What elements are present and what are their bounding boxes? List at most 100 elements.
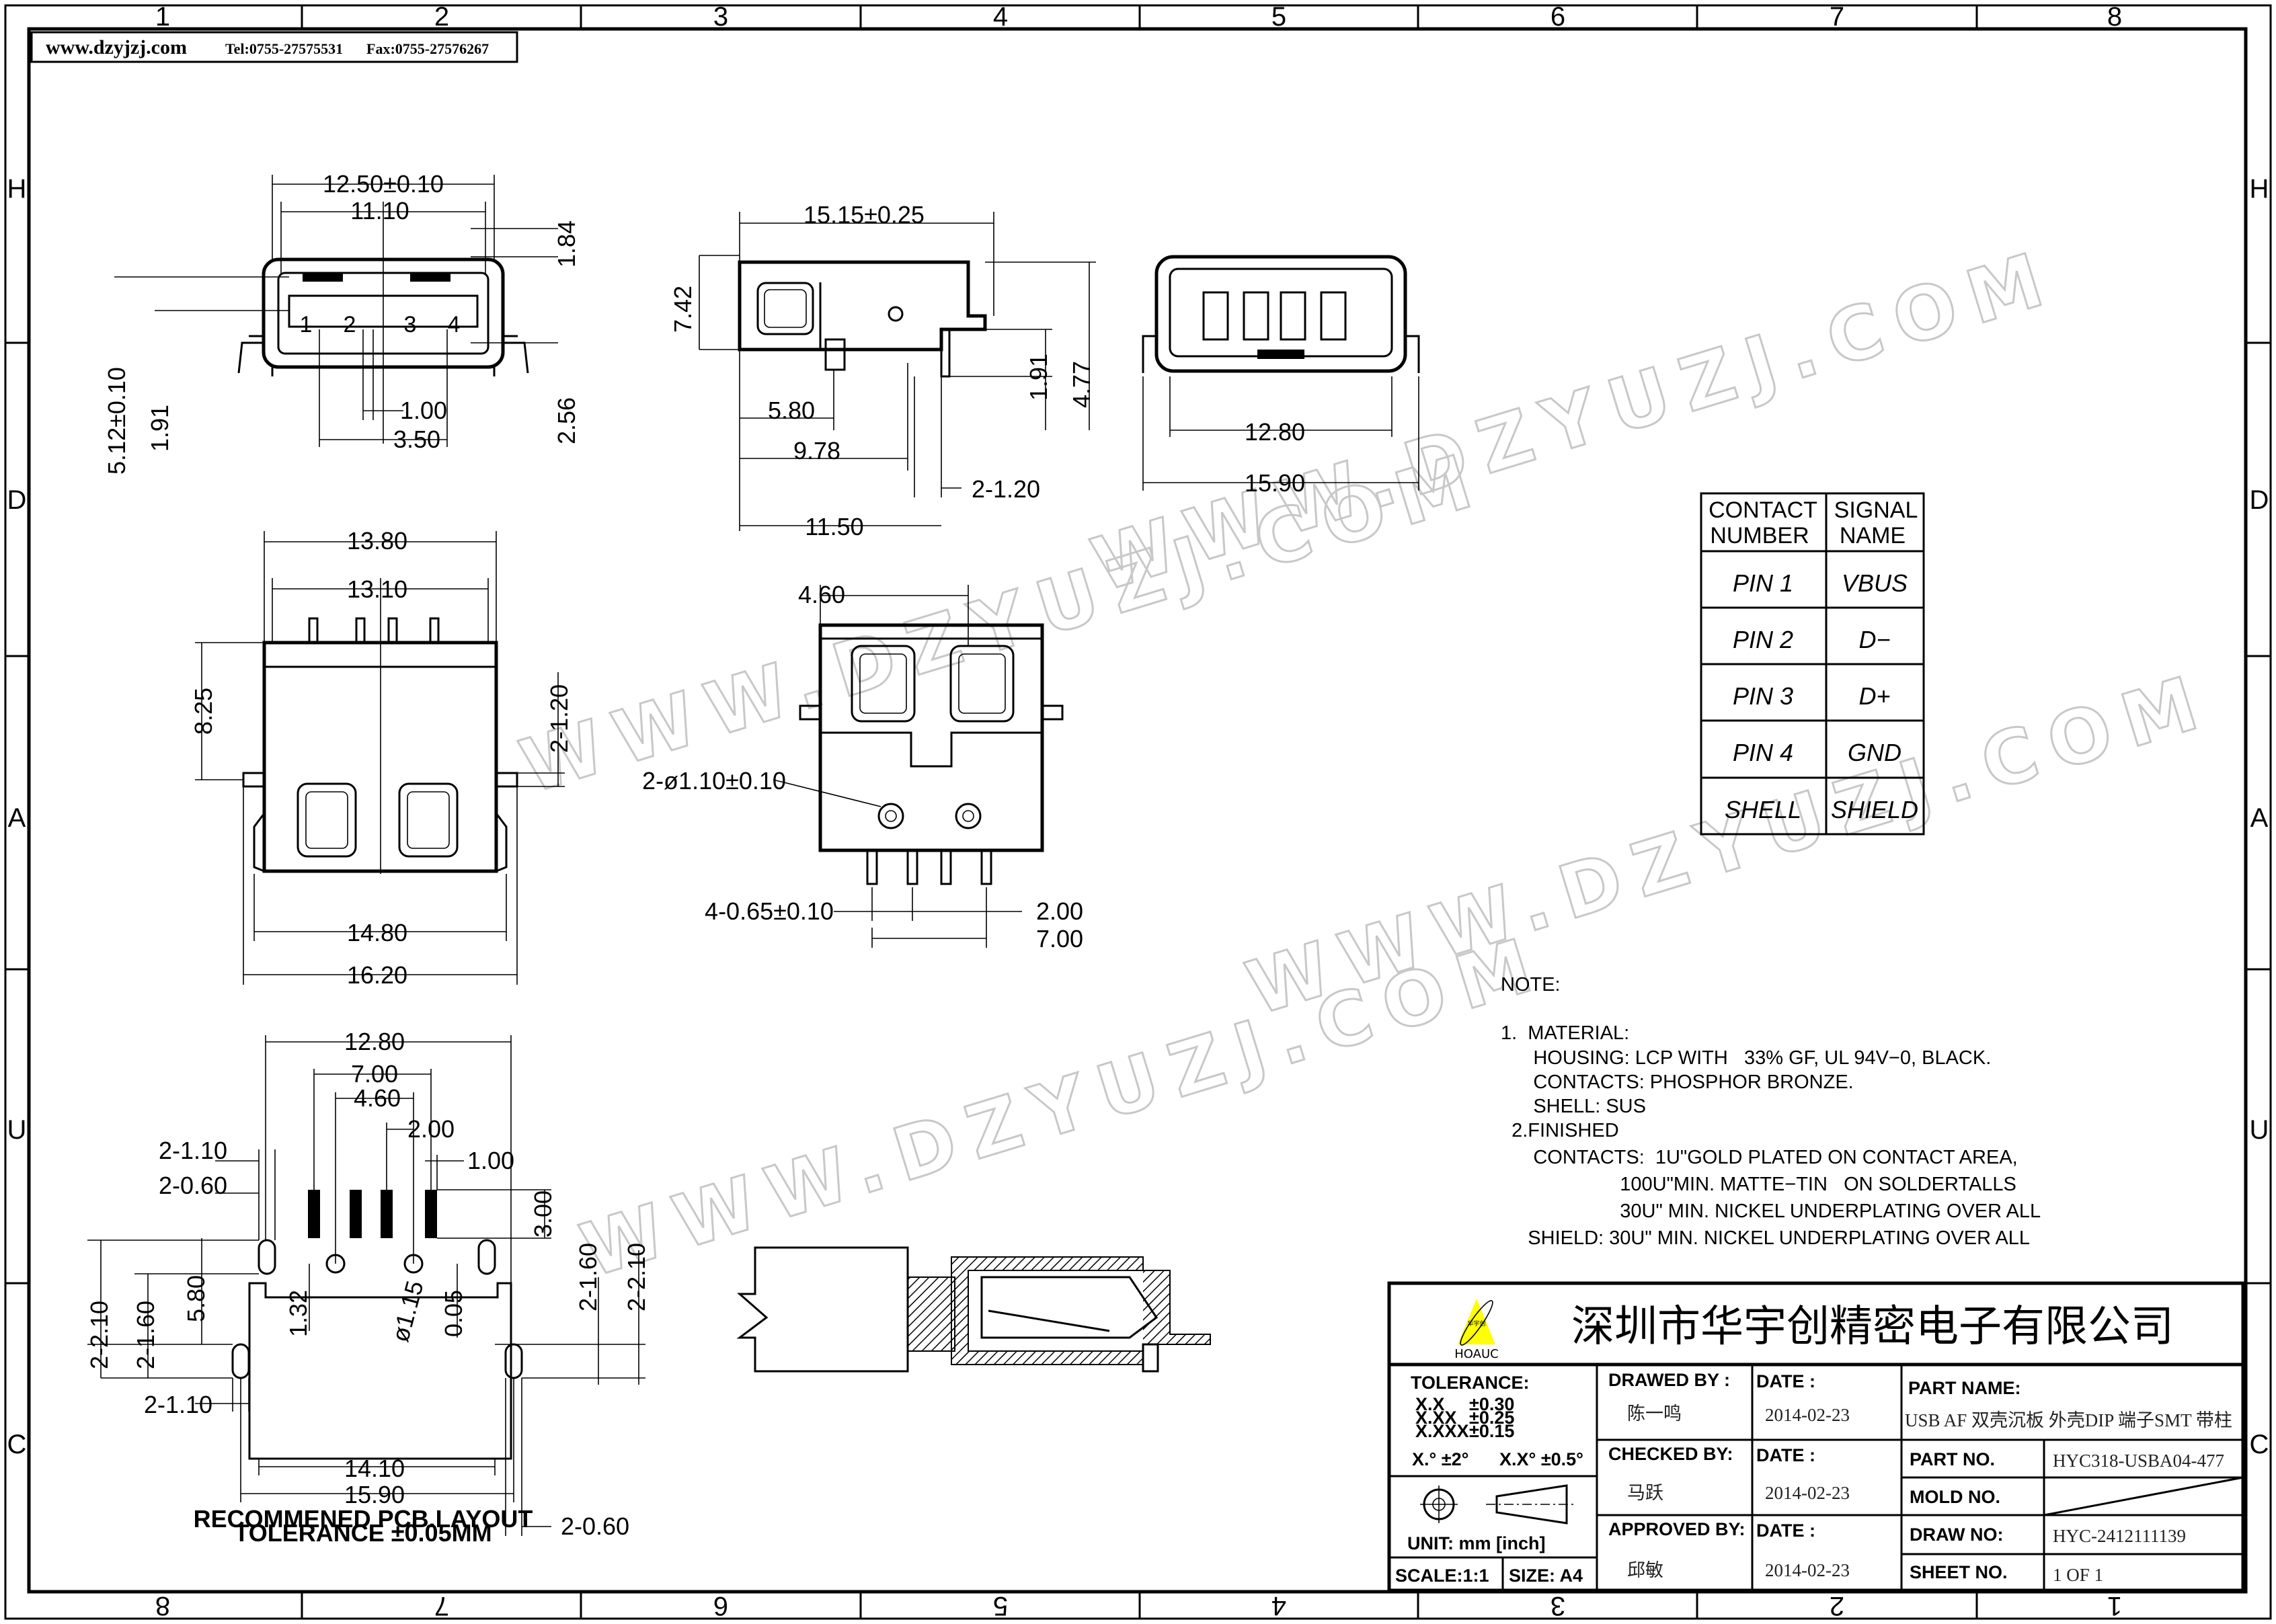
company-logo: 华宇创 HOAUC [1454,1299,1499,1361]
note-line: CONTACTS: 1U"GOLD PLATED ON CONTACT AREA… [1501,1147,2018,1168]
table-cell: PIN 3 [1733,682,1793,710]
approved-date: 2014-02-23 [1765,1560,1850,1580]
table-cell: PIN 1 [1733,569,1793,597]
dimension-label: 12.80 [1245,418,1305,446]
draw-no-label: DRAW NO: [1910,1525,2003,1545]
dimension-label: 9.78 [793,437,840,464]
dimension-label: 1.91 [1025,354,1052,401]
scale-label: SCALE:1:1 [1395,1566,1489,1586]
dimension-label: 4.60 [798,581,845,608]
dimension-label: 2-2.10 [85,1301,113,1369]
dimension-label: 3.50 [393,425,440,453]
bottom-column-numbers: 8 7 6 5 4 3 2 1 [155,1591,2122,1621]
dimension-label: 14.80 [347,919,407,946]
grid-label: 2 [1830,1591,1844,1621]
grid-label: C [7,1430,27,1459]
dimension-label: 1.00 [400,397,447,424]
table-cell: D− [1858,626,1890,653]
drawn-by-name: 陈一鸣 [1627,1404,1682,1424]
title-block: 华宇创 HOAUC 深圳市华宇创精密电子有限公司 TOLERANCE: X.X … [1387,1281,2245,1592]
tolerance-format: X.XXX [1415,1421,1469,1441]
pin-table: CONTACT NUMBER SIGNAL NAME PIN 1 VBUS PI… [1700,492,1925,836]
table-header: NAME [1840,523,1906,549]
date-label: DATE : [1756,1520,1815,1541]
dimension-label: 4.77 [1068,361,1095,408]
size-label: SIZE: A4 [1509,1566,1583,1586]
first-angle-projection-icon [1420,1484,1573,1525]
part-name: USB AF 双壳沉板 外壳DIP 端子SMT 带柱 [1905,1410,2232,1430]
note-line: SHIELD: 30U" MIN. NICKEL UNDERPLATING OV… [1501,1227,2030,1249]
dimension-label: 1.00 [467,1147,514,1174]
top-column-numbers: 1 2 3 4 5 6 7 8 [155,2,2122,32]
checked-by-label: CHECKED BY: [1608,1444,1733,1464]
dimension-label: 5.80 [768,397,815,424]
dimension-label: 2-1.10 [159,1137,227,1164]
grid-label: H [2250,174,2269,204]
website: www.dzyjzj.com [46,36,187,58]
grid-label: 1 [155,2,170,32]
grid-label: 1 [2107,1591,2122,1621]
dimension-label: 16.20 [347,961,407,989]
note-line: 100U"MIN. MATTE−TIN ON SOLDERTALLS [1501,1174,2016,1195]
dimension-label: 4.60 [354,1084,401,1112]
notes: NOTE: 1. MATERIAL: HOUSING: LCP WITH 33%… [1501,974,2041,1249]
mold-no-label: MOLD NO. [1910,1487,2000,1507]
dimension-label: 11.10 [350,197,409,225]
grid-label: 7 [434,1591,449,1621]
note-line: CONTACTS: PHOSPHOR BRONZE. [1501,1071,1854,1093]
grid-label: 3 [1551,1591,1565,1621]
dimension-label: 2-2.10 [623,1243,650,1311]
grid-label: A [8,803,26,833]
sheet-no-label: SHEET NO. [1910,1562,2008,1582]
tolerance-format: X.X [1415,1394,1445,1414]
grid-label: 6 [713,1591,728,1621]
note-line: 1. MATERIAL: [1501,1022,1629,1044]
tolerance-value: ±0.15 [1469,1421,1514,1441]
tolerance-value: ±0.25 [1469,1408,1514,1428]
dimension-label: 14.10 [344,1455,405,1482]
grid-label: D [7,485,27,515]
dimension-label: 2.00 [407,1115,455,1143]
grid-label: 4 [993,2,1008,32]
drawn-date: 2014-02-23 [1765,1405,1850,1425]
telephone: Tel:0755-27575531 [225,40,343,57]
top-view: 13.80 13.10 8.25 2-1.20 14.80 16.20 [190,527,573,989]
dimension-label: 2.00 [1036,897,1083,925]
dimension-label: 2-ø1.10±0.10 [642,767,786,795]
dimension-label: 3.00 [529,1190,557,1237]
table-cell: D+ [1858,682,1890,710]
dimension-label: 5.80 [182,1275,210,1322]
rear-view: 12.80 15.90 [1142,255,1420,497]
part-no-label: PART NO. [1910,1449,1995,1469]
table-header: CONTACT [1709,497,1817,523]
grid-label: 6 [1551,2,1565,32]
table-cell: PIN 4 [1733,739,1793,766]
part-name-label: PART NAME: [1908,1378,2020,1398]
drawn-by-label: DRAWED BY : [1608,1370,1730,1390]
note-line: SHELL: SUS [1501,1096,1646,1117]
note-line: NOTE: [1501,974,1561,996]
logo-chinese-text: 华宇创 [1467,1320,1485,1328]
grid-label: 7 [1830,2,1844,32]
grid-label: H [7,174,27,204]
dimension-label: 1.84 [553,220,580,268]
pin-label: 1 [300,312,313,337]
part-no: HYC318-USBA04-477 [2053,1451,2224,1471]
grid-label: 2 [434,2,449,32]
dimension-label: 0.05 [440,1290,467,1337]
pin-label: 4 [448,312,461,337]
dimension-label: 2-0.60 [561,1512,629,1540]
dimension-label: 2-1.60 [574,1243,602,1311]
dimension-label: 2-1.20 [972,475,1040,503]
table-cell: SHIELD [1831,796,1918,823]
sheet-frame: 1 2 3 4 5 6 7 8 8 7 6 5 4 3 2 1 H D A U … [4,2,2272,1621]
approved-by-label: APPROVED BY: [1608,1519,1745,1539]
tolerance-value: ±0.30 [1469,1394,1514,1414]
dimension-label: 12.80 [344,1028,405,1055]
dimension-label: 1.32 [284,1290,312,1337]
header-contact-box: www.dzyjzj.com Tel:0755-27575531 Fax:075… [30,31,518,63]
logo-text: HOAUC [1454,1347,1498,1361]
front-view: 1 2 3 4 12.50±0.10 11.10 1.84 5.12±0.10 … [103,170,580,475]
grid-label: A [2250,803,2269,833]
